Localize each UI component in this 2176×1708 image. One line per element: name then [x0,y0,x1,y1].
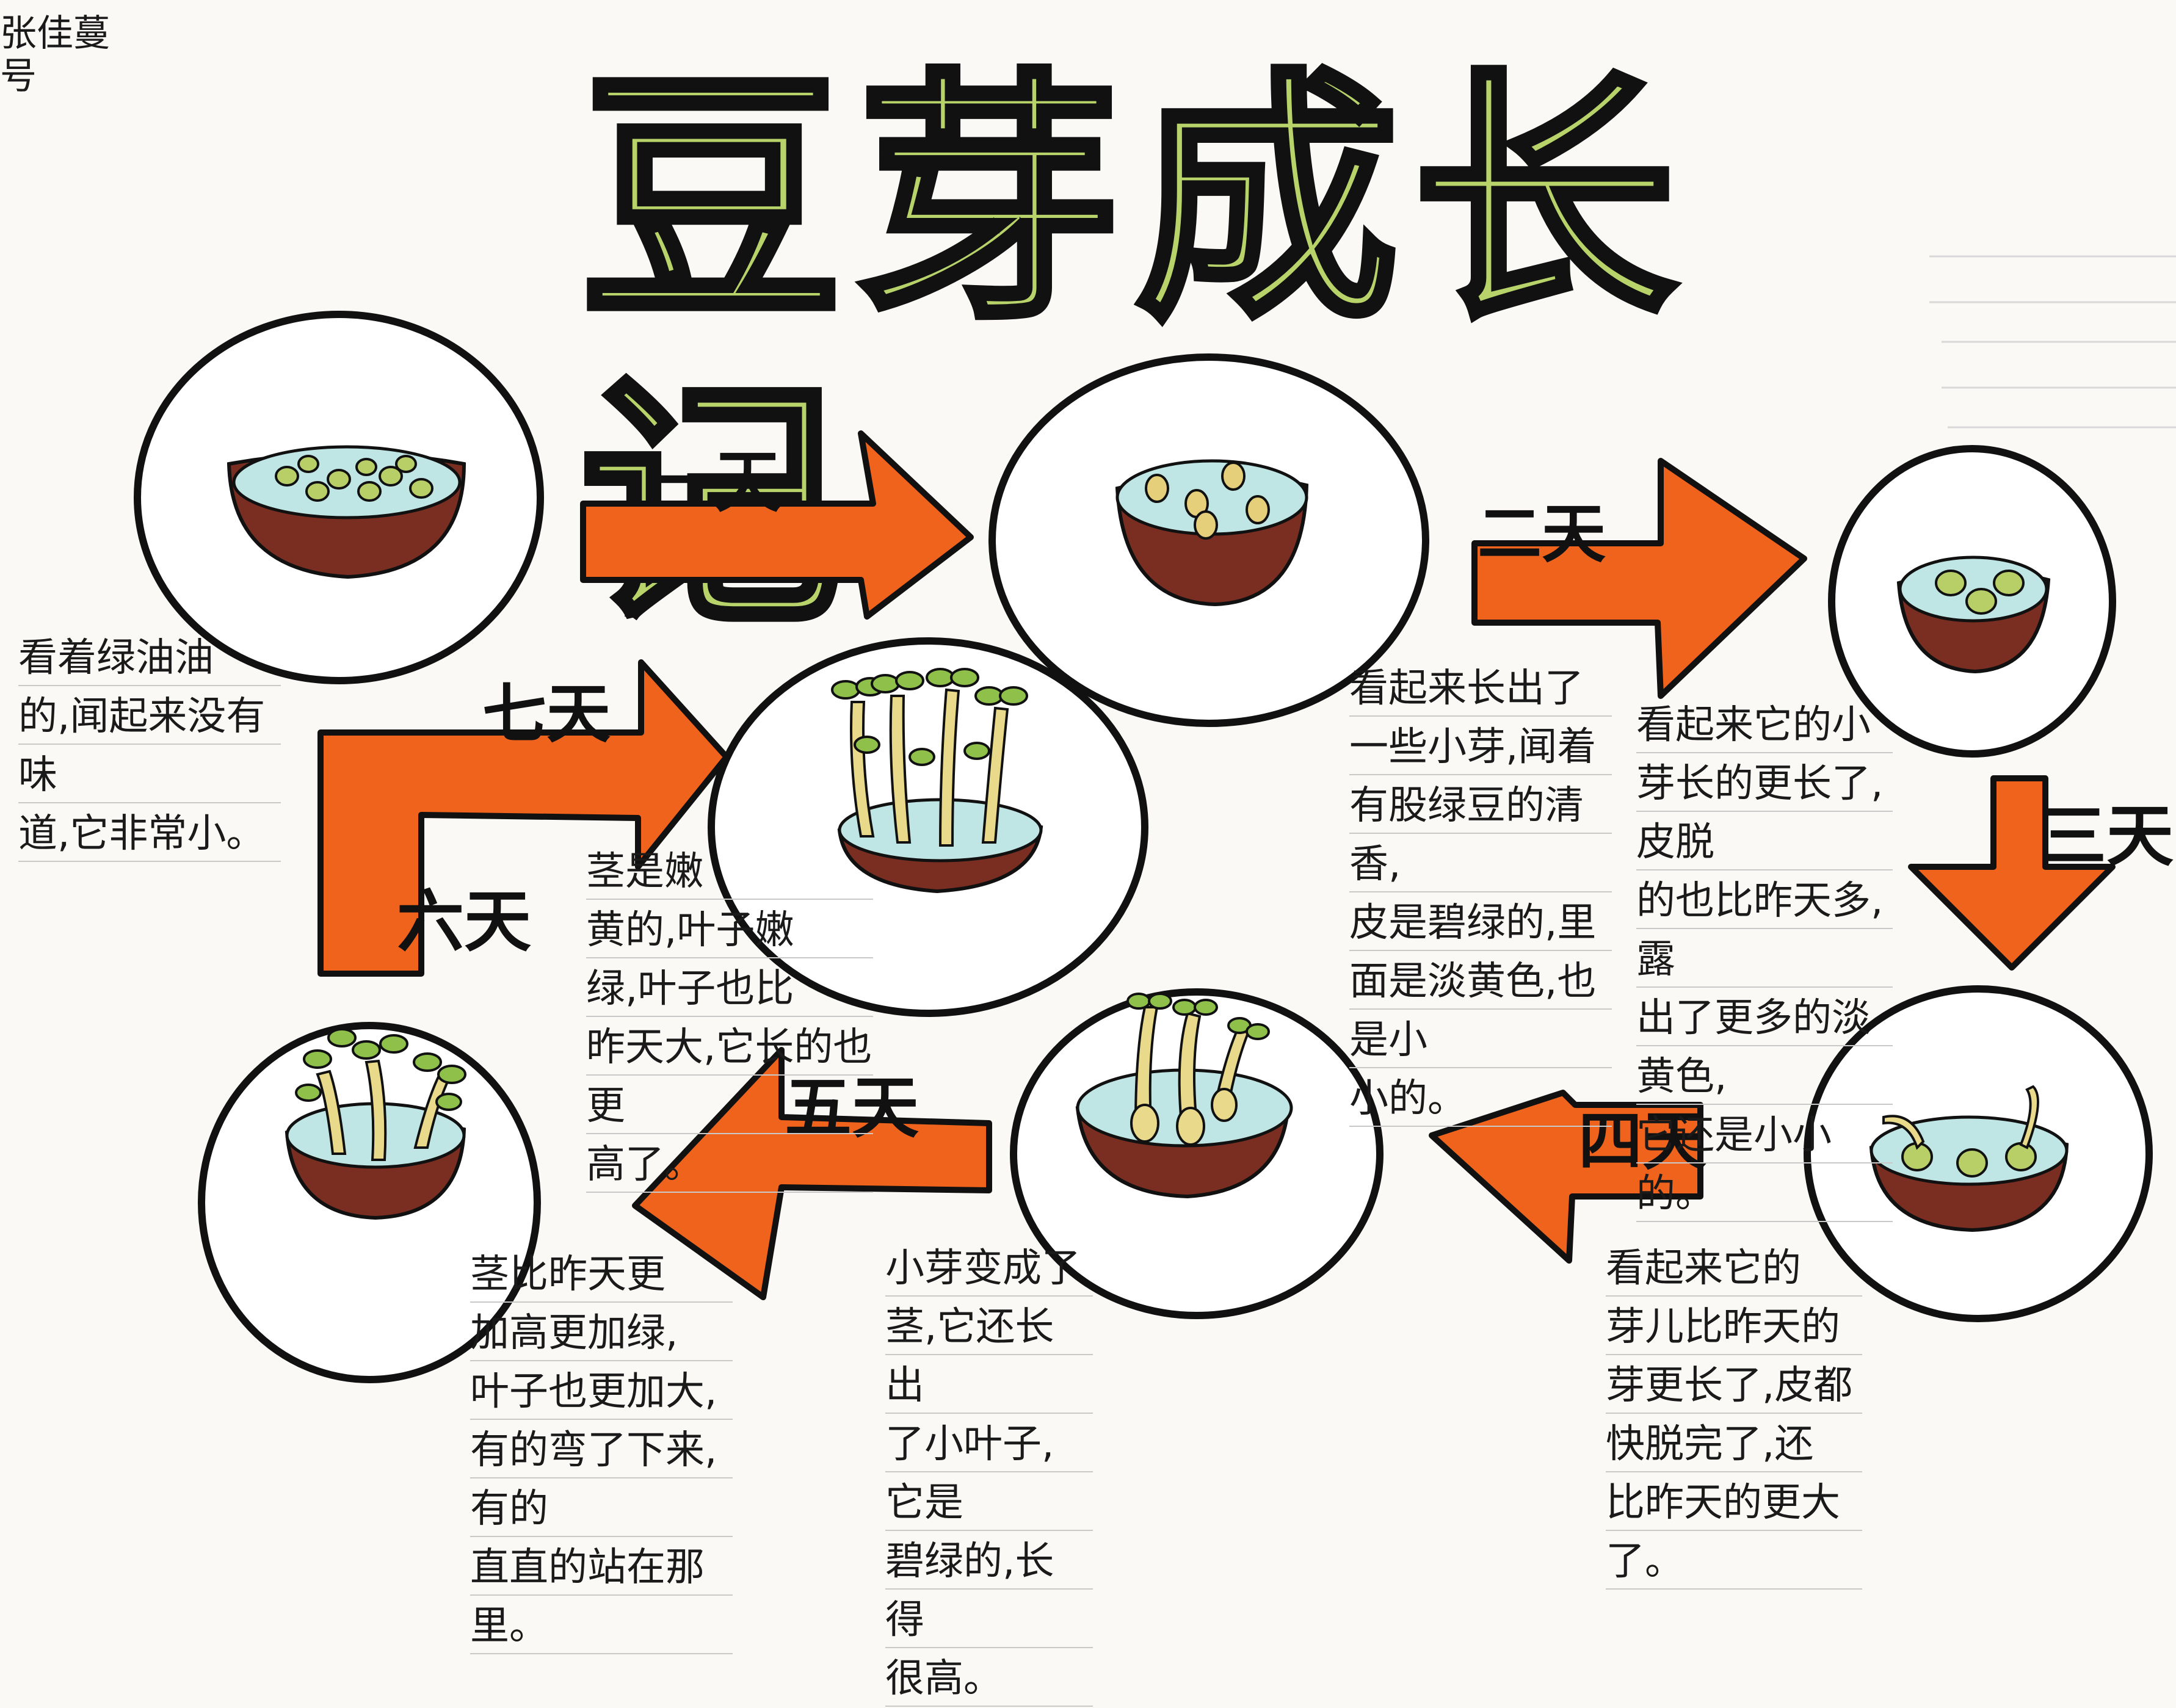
poster-title-text: 豆芽成长记 [576,45,1691,663]
bowl-day6 [831,668,1043,894]
right-edge-lines [1929,255,2176,429]
day-label-3: 三天 [2039,797,2174,875]
day-label-7: 七天 [482,677,611,751]
bowl-group [227,445,2069,1232]
corner-number-line: 号 [0,55,37,98]
bowl-day5 [285,1028,466,1220]
arrow-day3 [1908,775,2116,971]
corner-name-line: 张佳蔓 [0,12,110,55]
day-label-2: 二天 [1478,497,1606,571]
poster: 张佳蔓 号 豆芽成长记 [0,12,2176,1708]
arrow-day2 [1471,458,1807,699]
note-day2: 看起来它的小 芽长的更长了,皮脱 的也比昨天多,露 出了更多的淡黄色, 它还是小… [1636,696,1893,1223]
day-label-6: 六天 [397,883,531,961]
diagram-drawing [134,255,2176,1383]
poster-title: 豆芽成长记 [576,45,1954,663]
note-day6: 茎是嫩 黄的,叶子嫩 绿,叶子也比 昨天大,它长的也更 高了。 [586,842,873,1194]
day-label-1: 一天 [647,443,782,521]
note-day1: 看起来长出了 一些小芽,闻着 有股绿豆的清香, 皮是碧绿的,里 面是淡黄色,也是… [1349,659,1612,1128]
note-day0: 看着绿油油 的,闻起来没有味 道,它非常小。 [18,629,281,863]
note-day3: 看起来它的 芽儿比昨天的 芽更长了,皮都 快脱完了,还 比昨天的更大了。 [1606,1239,1862,1591]
bowl-day2 [1896,555,2051,674]
bowl-day1 [1115,459,1309,607]
note-day4: 小芽变成了 茎,它还长出 了小叶子,它是 碧绿的,长得 很高。 [885,1239,1093,1708]
corner-name: 张佳蔓 号 [0,12,110,98]
bowl-day0 [227,445,466,579]
note-day5: 茎比昨天更 加高更加绿, 叶子也更加大, 有的弯了下来,有的 直直的站在那里。 [470,1245,733,1656]
bowl-day3 [1869,1085,2069,1232]
bowl-day4 [1075,993,1293,1199]
arrow-day1 [580,430,974,620]
